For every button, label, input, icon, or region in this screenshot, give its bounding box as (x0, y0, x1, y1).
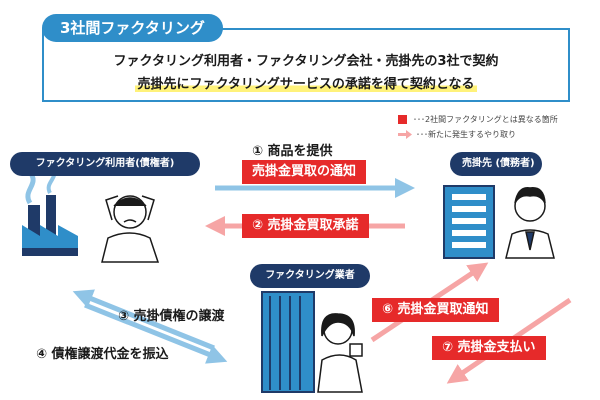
step-2-label: ② 売掛金買取承諾 (242, 214, 369, 238)
step-4-label: ④ 債権譲渡代金を振込 (36, 347, 169, 362)
pink-arrow-icon (398, 130, 412, 139)
page-title: 3社間ファクタリング (42, 14, 223, 42)
buyer-tag: 売掛先 (債務者) (450, 152, 542, 176)
header-line-2-text: 売掛先にファクタリングサービスの承諾を得て契約となる (135, 77, 477, 92)
legend-red-text: ･･･2社間ファクタリングとは異なる箇所 (413, 115, 558, 124)
step-1-label: ① 商品を提供 (252, 144, 333, 159)
step-3-label: ③ 売掛債権の譲渡 (118, 309, 225, 324)
arrow-transfer (84, 302, 228, 364)
header-line-2: 売掛先にファクタリングサービスの承諾を得て契約となる (42, 73, 570, 92)
office-building-icon (443, 185, 495, 259)
legend-arrow-text: ･･･新たに発生するやり取り (416, 130, 516, 139)
businesswoman-icon (317, 313, 363, 393)
worried-man-icon (101, 195, 160, 263)
arrow-payment (72, 289, 215, 351)
factor-tag: ファクタリング業者 (250, 264, 370, 288)
businessman-icon (505, 187, 555, 259)
header-line-1: ファクタリング利用者・ファクタリング会社・売掛先の3社で契約 (113, 54, 499, 69)
step-7-label: ⑦ 売掛金支払い (432, 336, 546, 360)
user-tag: ファクタリング利用者(債権者) (10, 152, 200, 176)
factor-building-icon (261, 291, 315, 393)
step-6-label: ⑥ 売掛金買取通知 (372, 298, 499, 322)
legend-red: ･･･2社間ファクタリングとは異なる箇所 (398, 114, 558, 125)
step-1-sub-label: 売掛金買取の通知 (242, 160, 367, 184)
red-square-icon (398, 115, 407, 124)
legend-arrow: ･･･新たに発生するやり取り (398, 129, 516, 140)
